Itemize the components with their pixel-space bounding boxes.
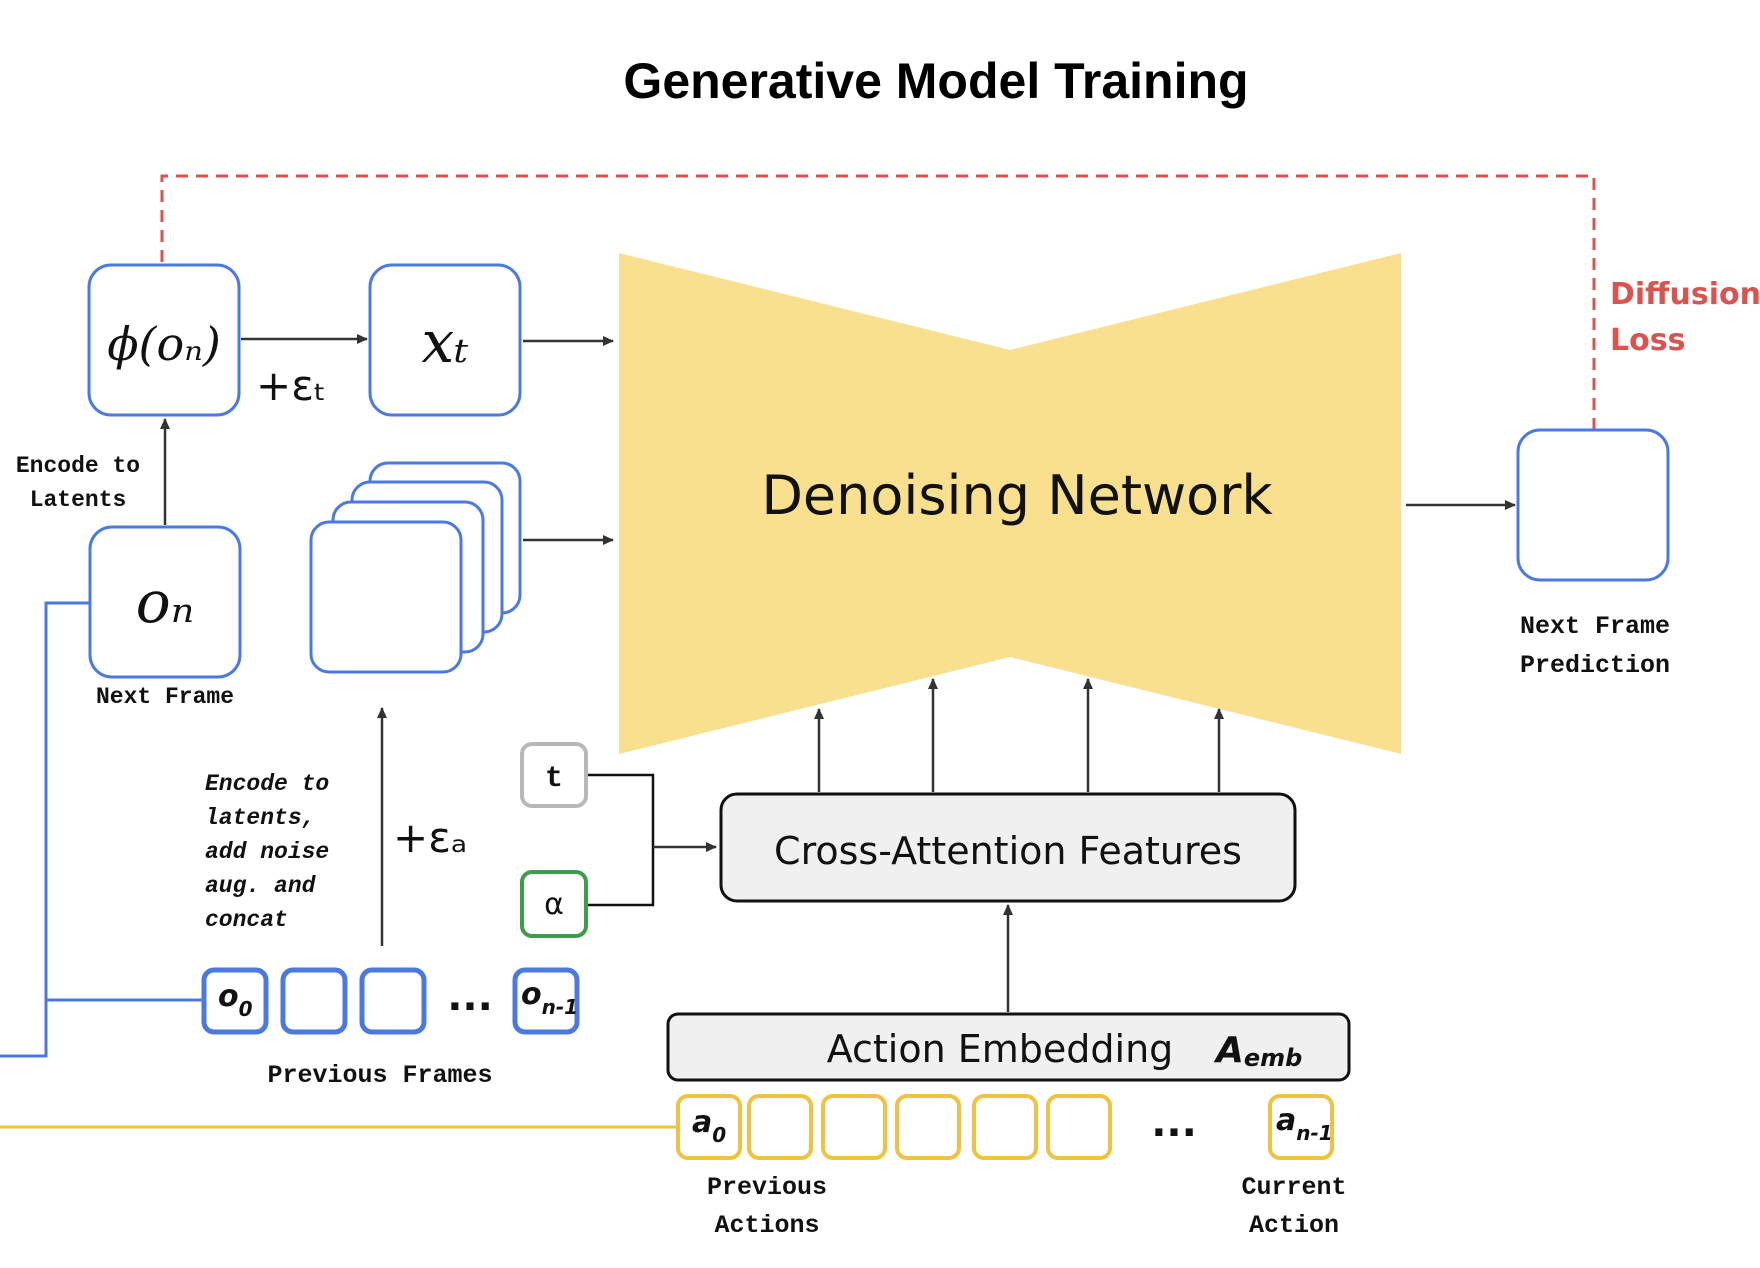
- action-last-main: a: [1276, 1103, 1296, 1138]
- current-action-line2: Action: [1249, 1211, 1339, 1240]
- noise-t-label: +εₜ: [256, 361, 326, 410]
- previous-frame-last-main: o: [521, 977, 542, 1012]
- previous-frames-label: Previous Frames: [267, 1061, 492, 1090]
- cross-attention-box: [719, 792, 1297, 903]
- encode-to-latents-line1: Encode to: [16, 453, 140, 479]
- action-4: [972, 1094, 1038, 1160]
- action-embedding-symbol-main: A: [1213, 1030, 1244, 1071]
- next-frame-prediction-line1: Next Frame: [1520, 612, 1670, 641]
- encode-to-latents-line2: Latents: [30, 487, 127, 513]
- previous-frame-last: [512, 967, 580, 1035]
- next-frame-box-label: oₙ: [136, 568, 194, 636]
- encode-noise-line3: add noise: [205, 839, 329, 865]
- current-action-line1: Current: [1241, 1173, 1346, 1202]
- latent-box: [87, 263, 241, 417]
- encode-noise-concat-label: Encode to latents, add noise aug. and co…: [205, 771, 329, 933]
- cross-attention-label: Cross-Attention Features: [774, 829, 1242, 873]
- previous-frame-0-main: o: [218, 979, 239, 1014]
- action-0-sub: 0: [712, 1123, 726, 1147]
- action-0-label: a0: [692, 1105, 726, 1147]
- stacked-frame-1: [309, 520, 463, 674]
- xt-box-label: xₜ: [421, 308, 468, 376]
- action-5: [1046, 1094, 1112, 1160]
- action-embedding-symbol: Aemb: [1213, 1030, 1302, 1072]
- next-frame-label: Next Frame: [96, 684, 234, 710]
- encode-noise-line2: latents,: [205, 805, 315, 831]
- previous-frame-last-label: on-1: [521, 977, 578, 1019]
- denoising-network-shape: [619, 253, 1401, 754]
- action-embedding-symbol-sub: emb: [1244, 1044, 1302, 1072]
- encode-noise-line1: Encode to: [205, 771, 329, 797]
- previous-actions-line1: Previous: [707, 1173, 827, 1202]
- next-frame-box: [88, 525, 242, 679]
- encode-noise-line4: aug. and: [205, 873, 317, 899]
- previous-frames-ellipsis: ...: [447, 974, 493, 1020]
- action-1: [747, 1094, 813, 1160]
- action-last-label: an-1: [1276, 1103, 1333, 1145]
- action-last: [1268, 1094, 1334, 1160]
- alpha-token-label: α: [544, 887, 564, 922]
- action-3: [895, 1094, 961, 1160]
- diagram-title: Generative Model Training: [623, 53, 1248, 109]
- previous-frame-0: [201, 967, 269, 1035]
- previous-frame-0-sub: 0: [239, 997, 253, 1021]
- encode-noise-line5: concat: [205, 907, 288, 933]
- previous-frame-0-label: o0: [218, 979, 253, 1021]
- action-last-sub: n-1: [1296, 1121, 1332, 1145]
- t-token-box: [520, 742, 588, 808]
- stacked-frames: [309, 461, 522, 674]
- diffusion-loss-label-line2: Loss: [1610, 323, 1685, 358]
- noise-alpha-label: +εₐ: [393, 813, 467, 862]
- xt-box: [368, 263, 522, 417]
- diffusion-loss-line: [160, 174, 1596, 430]
- latent-box-label: ϕ(oₙ): [107, 317, 221, 371]
- previous-frame-2: [359, 967, 427, 1035]
- action-embedding-box: [666, 1012, 1351, 1082]
- previous-frame-last-sub: n-1: [542, 995, 578, 1019]
- t-token-label: t: [545, 762, 563, 796]
- previous-frame-1: [280, 967, 348, 1035]
- action-embedding-label: Action Embedding: [827, 1027, 1174, 1071]
- alpha-token-box: [520, 870, 588, 938]
- next-frame-prediction-line2: Prediction: [1520, 651, 1670, 680]
- diffusion-loss-label-line1: Diffusion: [1610, 277, 1760, 312]
- frame-feed-line-outer: [0, 601, 89, 1058]
- denoising-network-label: Denoising Network: [761, 464, 1273, 527]
- action-0-main: a: [692, 1105, 712, 1140]
- next-frame-prediction-box: [1516, 428, 1670, 582]
- previous-actions-line2: Actions: [714, 1211, 819, 1240]
- connector-t: [588, 773, 655, 907]
- actions-ellipsis: ...: [1151, 1100, 1197, 1146]
- action-0: [676, 1094, 742, 1160]
- action-2: [821, 1094, 887, 1160]
